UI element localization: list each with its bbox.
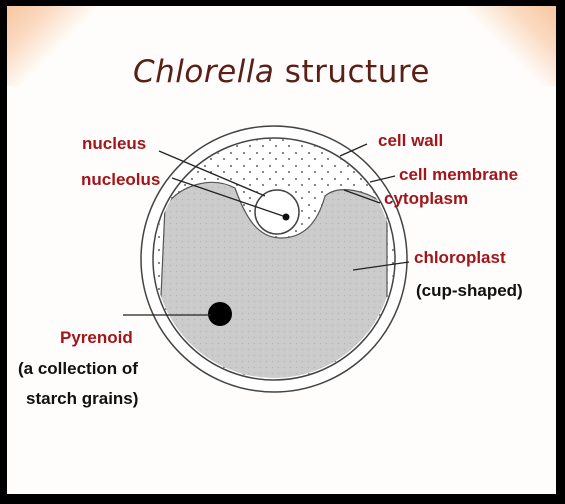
label-pyrenoid: Pyrenoid: [60, 327, 133, 348]
slide: Chlorella structure: [7, 6, 556, 494]
label-nucleolus: nucleolus: [81, 169, 160, 190]
label-cell-wall: cell wall: [378, 130, 443, 151]
label-chloroplast-note: (cup-shaped): [416, 280, 523, 301]
label-cell-membrane: cell membrane: [399, 164, 518, 185]
label-pyrenoid-note-line2: starch grains): [26, 388, 138, 409]
label-chloroplast: chloroplast: [414, 247, 506, 268]
label-cytoplasm: cytoplasm: [384, 188, 468, 209]
nucleolus: [283, 214, 290, 221]
label-nucleus: nucleus: [82, 133, 146, 154]
pyrenoid: [208, 302, 232, 326]
label-pyrenoid-note-line1: (a collection of: [18, 358, 138, 379]
nucleus: [255, 190, 299, 234]
